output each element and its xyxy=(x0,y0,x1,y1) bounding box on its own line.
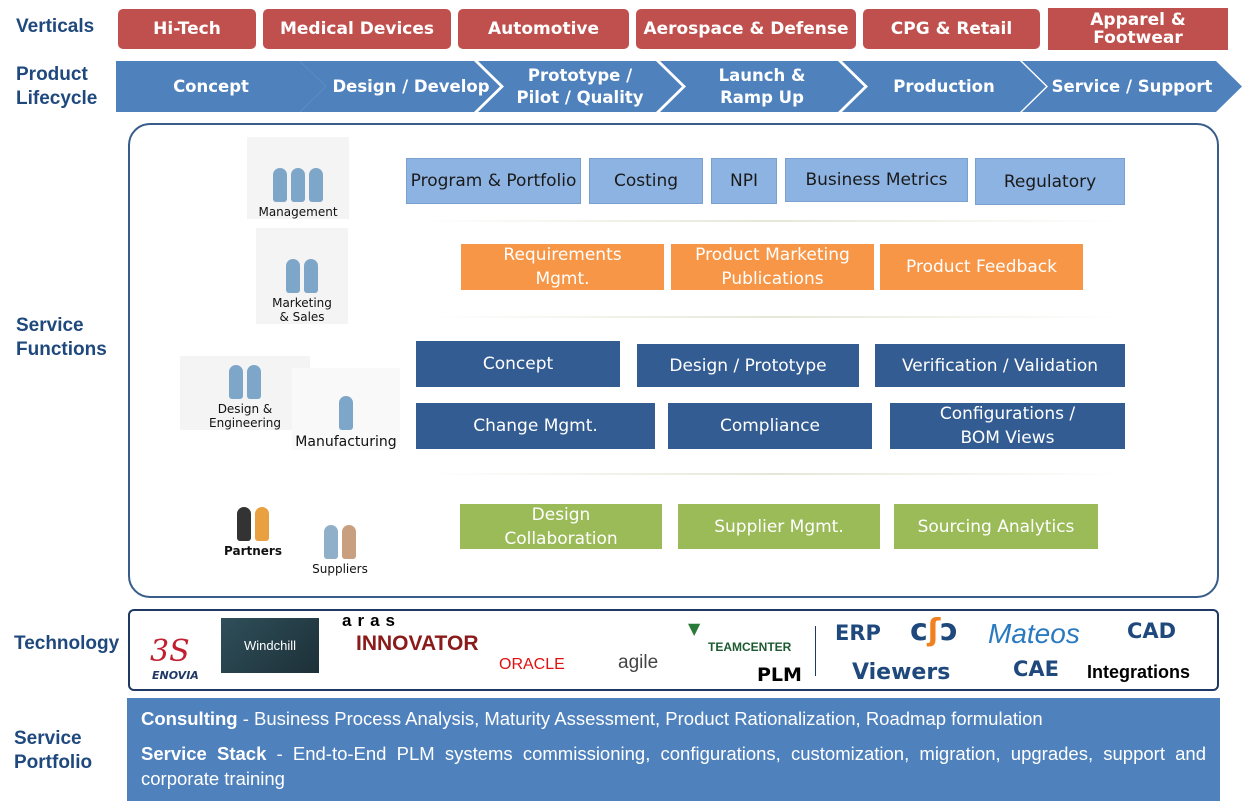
vertical-apparel: Apparel & Footwear xyxy=(1048,8,1228,50)
function-sourcing-analytics: Sourcing Analytics xyxy=(894,504,1098,549)
function-business-metrics: Business Metrics xyxy=(785,158,968,202)
technology-label: Technology xyxy=(14,633,120,654)
technology-panel xyxy=(128,609,1219,691)
vertical-cpg-retail: CPG & Retail xyxy=(863,9,1040,49)
service-functions-panel xyxy=(128,123,1219,598)
design-role-label: Design & Engineering xyxy=(209,402,281,430)
service-portfolio-panel: Consulting - Business Process Analysis, … xyxy=(127,698,1220,801)
service-stack-text: - End-to-End PLM systems commissioning, … xyxy=(141,743,1207,789)
verticals-label: Verticals xyxy=(16,16,95,37)
consulting-text: - Business Process Analysis, Maturity As… xyxy=(237,708,1043,729)
functions-label: Service Functions xyxy=(16,315,107,360)
innovator-logo: INNOVATOR xyxy=(356,632,479,655)
lifecycle-production: Production xyxy=(842,61,1046,112)
viewers-label: Viewers xyxy=(852,660,951,685)
manufacturing-role-label: Manufacturing xyxy=(295,434,397,450)
windchill-logo: Windchill xyxy=(221,618,319,673)
integrations-label: Integrations xyxy=(1087,662,1191,682)
divider xyxy=(430,473,1120,475)
function-design-prototype: Design / Prototype xyxy=(637,344,859,387)
suppliers-role-label: Suppliers xyxy=(312,562,368,576)
erp-label: ERP xyxy=(835,621,881,645)
function-compliance: Compliance xyxy=(668,403,872,449)
agile-logo: agile xyxy=(618,652,659,673)
cae-label: CAE xyxy=(1013,657,1060,681)
function-npi: NPI xyxy=(711,158,777,204)
portfolio-label: Service Portfolio xyxy=(14,728,93,773)
lifecycle-design: Design / Develop xyxy=(300,61,500,112)
mateos-logo: Mateos xyxy=(988,618,1080,649)
vertical-hi-tech: Hi-Tech xyxy=(118,9,256,49)
manufacturing-icon: Manufacturing xyxy=(292,368,400,450)
lifecycle-service: Service / Support xyxy=(1022,61,1242,112)
oracle-logo: ORACLE xyxy=(499,656,565,673)
divider xyxy=(430,316,1120,318)
design-engineering-icon: Design & Engineering xyxy=(180,356,310,430)
management-icon: Management xyxy=(247,137,349,219)
marketing-sales-icon: Marketing & Sales xyxy=(256,228,348,324)
divider xyxy=(420,220,1120,222)
service-stack-line: Service Stack - End-to-End PLM systems c… xyxy=(141,741,1206,791)
aras-logo: aras xyxy=(342,611,401,630)
suppliers-icon: Suppliers xyxy=(302,498,378,576)
function-program-portfolio: Program & Portfolio xyxy=(406,158,581,204)
plm-label: PLM xyxy=(757,664,802,686)
mateos-symbol-icon: cʃɔ xyxy=(910,613,959,648)
marketing-role-label: Marketing & Sales xyxy=(272,296,332,324)
vertical-aerospace: Aerospace & Defense xyxy=(636,9,856,49)
lifecycle-concept: Concept xyxy=(116,61,326,112)
function-supplier-mgmt: Supplier Mgmt. xyxy=(678,504,880,549)
function-costing: Costing xyxy=(589,158,703,204)
cad-label: CAD xyxy=(1127,619,1177,643)
teamcenter-logo: TEAMCENTER xyxy=(708,640,792,654)
vertical-automotive: Automotive xyxy=(458,9,629,49)
function-configurations: Configurations / BOM Views xyxy=(890,403,1125,449)
partners-icon: Partners xyxy=(208,490,298,558)
lifecycle-prototype: Prototype / Pilot / Quality xyxy=(478,61,682,112)
function-regulatory: Regulatory xyxy=(975,158,1125,205)
consulting-line: Consulting - Business Process Analysis, … xyxy=(141,706,1206,731)
function-requirements: Requirements Mgmt. xyxy=(461,244,664,290)
service-stack-title: Service Stack xyxy=(141,743,267,764)
function-verification: Verification / Validation xyxy=(875,344,1125,387)
partners-role-label: Partners xyxy=(224,544,282,558)
vertical-medical-devices: Medical Devices xyxy=(263,9,451,49)
function-change-mgmt: Change Mgmt. xyxy=(416,403,655,449)
enovia-logo: ENOVIA xyxy=(152,669,199,682)
function-product-feedback: Product Feedback xyxy=(880,244,1083,290)
divider xyxy=(815,626,816,676)
management-role-label: Management xyxy=(258,205,338,219)
function-design-collaboration: Design Collaboration xyxy=(460,504,662,549)
function-concept: Concept xyxy=(416,341,620,387)
teamcenter-icon: ▼ xyxy=(688,619,701,638)
lifecycle-launch: Launch & Ramp Up xyxy=(660,61,864,112)
function-marketing-publications: Product Marketing Publications xyxy=(671,244,874,290)
enovia-3ds-logo: 3S xyxy=(150,634,190,669)
consulting-title: Consulting xyxy=(141,708,238,729)
lifecycle-label: Product Lifecycle xyxy=(16,64,98,109)
